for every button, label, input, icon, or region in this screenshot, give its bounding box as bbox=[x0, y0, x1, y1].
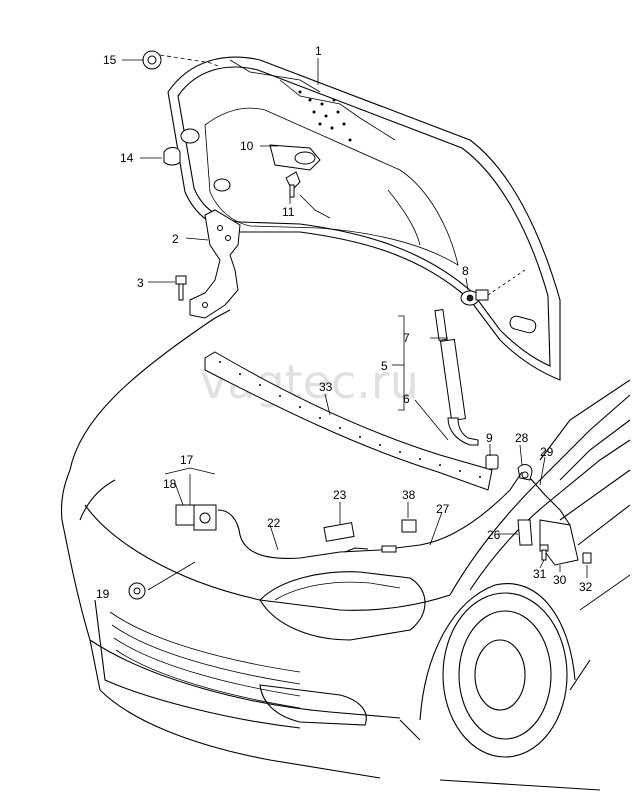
callout-29: 29 bbox=[540, 445, 554, 459]
small-parts bbox=[128, 50, 592, 600]
car-body bbox=[60, 309, 631, 791]
callout-15: 15 bbox=[103, 53, 117, 67]
callout-31: 31 bbox=[533, 567, 547, 581]
callout-38: 38 bbox=[402, 488, 416, 502]
callout-22: 22 bbox=[267, 516, 281, 530]
callout-26: 26 bbox=[487, 528, 501, 542]
callout-19: 19 bbox=[96, 587, 110, 601]
callout-3: 3 bbox=[137, 276, 144, 290]
leader-lines bbox=[122, 58, 588, 591]
callout-17: 17 bbox=[180, 453, 194, 467]
gas-strut bbox=[434, 309, 479, 446]
release-cable bbox=[217, 471, 571, 559]
callout-28: 28 bbox=[515, 431, 529, 445]
ball-stud bbox=[460, 269, 526, 306]
callout-5: 5 bbox=[381, 359, 388, 373]
callout-14: 14 bbox=[120, 151, 134, 165]
callout-2: 2 bbox=[172, 232, 179, 246]
callout-27: 27 bbox=[436, 502, 450, 516]
hood-latch-striker bbox=[269, 144, 321, 198]
callout-6: 6 bbox=[403, 392, 410, 406]
callout-18: 18 bbox=[163, 477, 177, 491]
callout-7: 7 bbox=[403, 331, 410, 345]
callout-labels: 1 2 3 5 6 7 8 9 10 11 14 15 17 18 19 22 … bbox=[96, 44, 593, 601]
callout-30: 30 bbox=[553, 573, 567, 587]
callout-9: 9 bbox=[486, 431, 493, 445]
callout-23: 23 bbox=[333, 488, 347, 502]
callout-32: 32 bbox=[579, 580, 593, 594]
callout-8: 8 bbox=[462, 264, 469, 278]
hood bbox=[159, 54, 561, 381]
callout-33: 33 bbox=[319, 380, 333, 394]
seal-strip bbox=[204, 351, 493, 491]
callout-10: 10 bbox=[240, 139, 254, 153]
callout-1: 1 bbox=[315, 44, 322, 58]
hood-hinge bbox=[189, 209, 241, 319]
callout-11: 11 bbox=[282, 205, 295, 219]
